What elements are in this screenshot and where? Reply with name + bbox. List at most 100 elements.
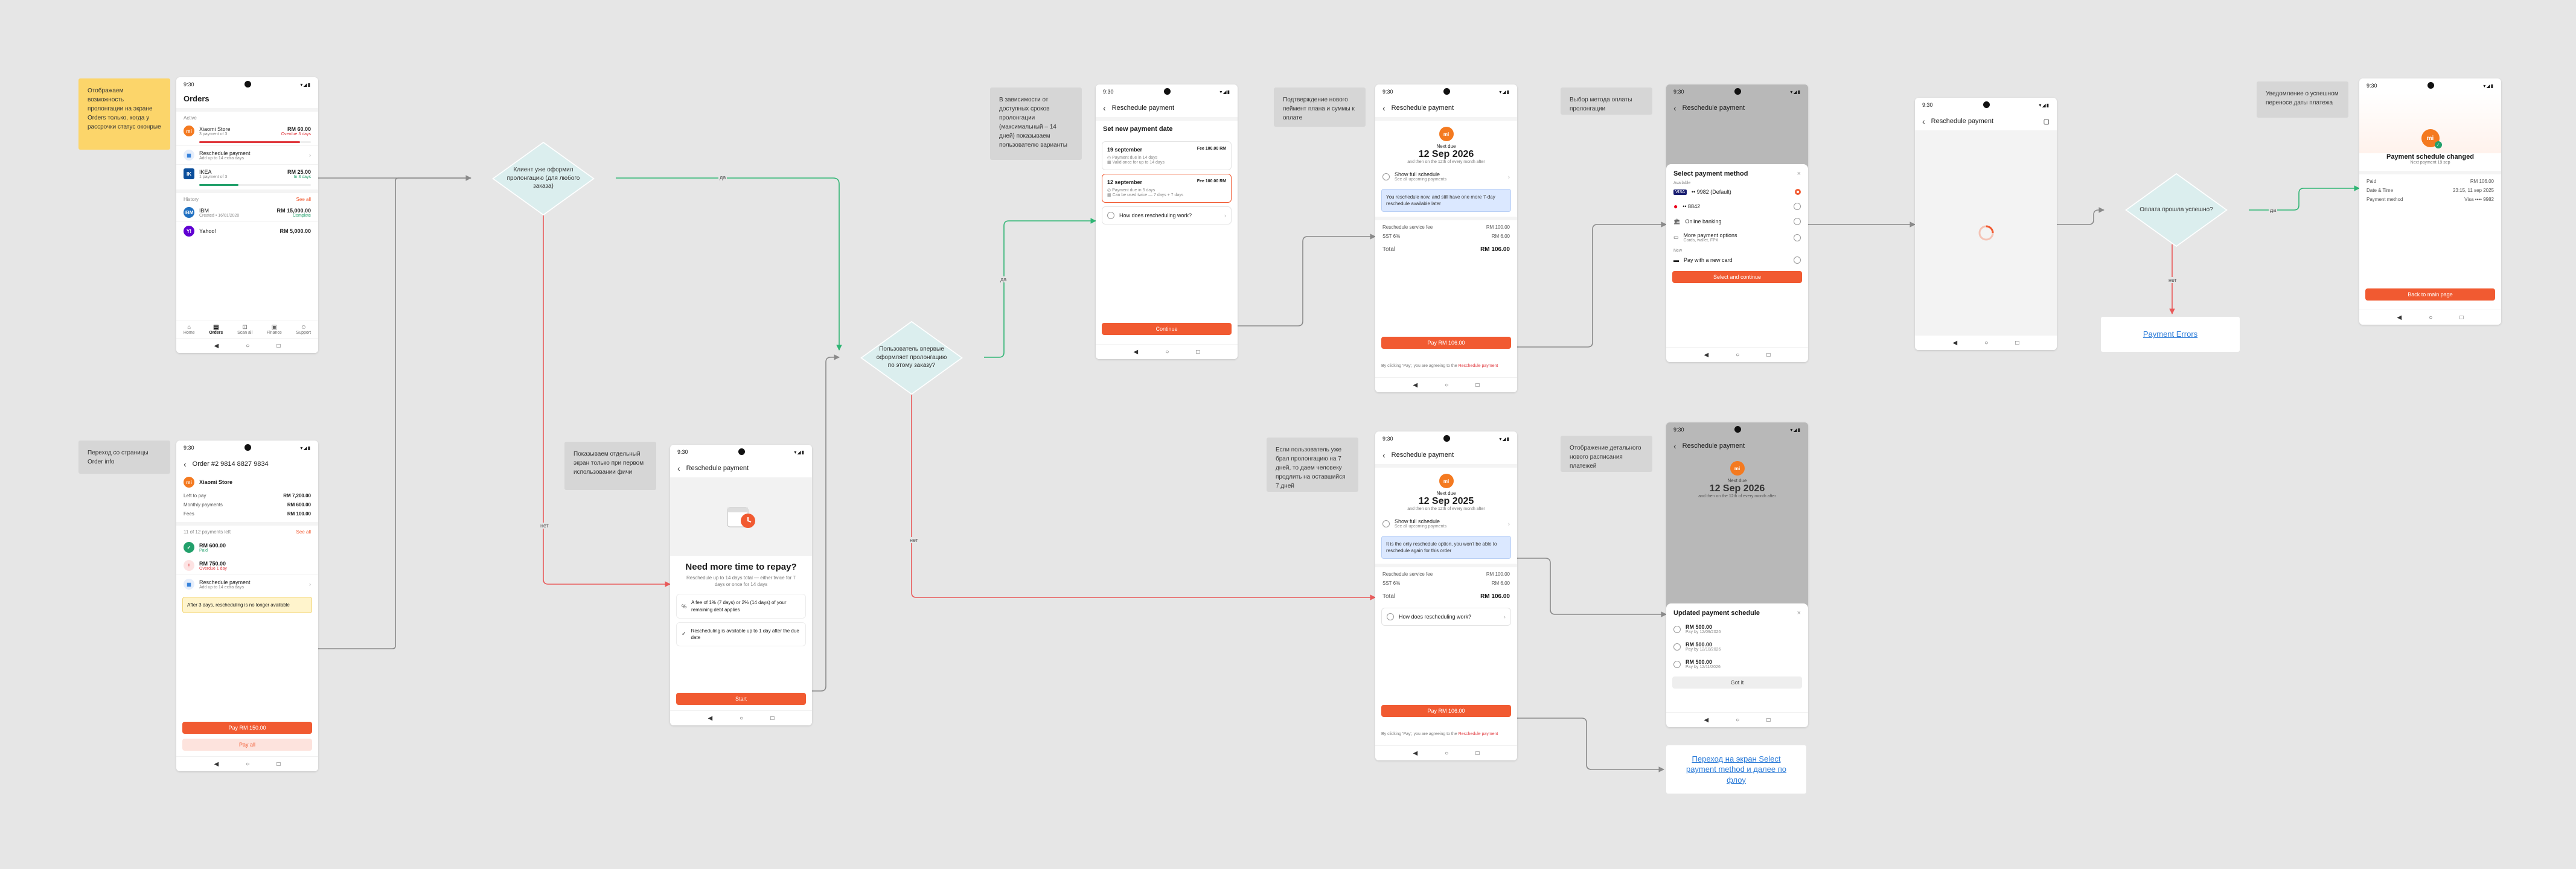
back-triangle-icon[interactable]: ◀	[1133, 348, 1139, 355]
home-circle-icon[interactable]: ○	[1165, 348, 1169, 355]
tab-scan[interactable]: ⊡Scan all	[237, 324, 252, 335]
pay-button[interactable]: Pay RM 106.00	[1381, 337, 1511, 349]
recents-square-icon[interactable]: □	[1766, 351, 1771, 358]
back-to-main-button[interactable]: Back to main page	[2365, 288, 2495, 301]
back-triangle-icon[interactable]: ◀	[1704, 351, 1709, 358]
recents-square-icon[interactable]: □	[1475, 750, 1480, 757]
recents-square-icon[interactable]: □	[2459, 314, 2464, 321]
agree-link[interactable]: Reschedule payment	[1458, 732, 1498, 737]
back-triangle-icon[interactable]: ◀	[708, 715, 713, 722]
edge-label-no: нет	[539, 523, 550, 529]
back-triangle-icon[interactable]: ◀	[1413, 750, 1418, 757]
note-intro: Показываем отдельный экран только при пе…	[564, 442, 656, 490]
new-card-row[interactable]: ▬Pay with a new card	[1666, 253, 1808, 267]
back-triangle-icon[interactable]: ◀	[1704, 716, 1709, 724]
close-icon[interactable]: ×	[1797, 610, 1801, 617]
method-label: •• 9982 (Default)	[1691, 189, 1731, 195]
radio[interactable]	[1794, 234, 1801, 241]
back-triangle-icon[interactable]: ◀	[1952, 339, 1958, 346]
start-button[interactable]: Start	[676, 693, 806, 705]
history-row[interactable]: Y! Yahoo! RM 5,000.00	[176, 221, 318, 240]
radio[interactable]	[1794, 203, 1801, 210]
home-circle-icon[interactable]: ○	[246, 760, 250, 768]
store-logo-icon: Y!	[184, 226, 194, 237]
edge-d2-no	[911, 392, 1376, 600]
edge-label-no: нет	[2167, 277, 2178, 283]
back-arrow-icon[interactable]: ‹	[1103, 103, 1106, 113]
agree-link[interactable]: Reschedule payment	[1458, 364, 1498, 369]
select-continue-button[interactable]: Select and continue	[1672, 271, 1802, 283]
how-it-works-row[interactable]: How does rescheduling work?›	[1381, 608, 1511, 626]
section-label: New	[1673, 249, 1683, 253]
payment-errors-link[interactable]: Payment Errors	[2101, 317, 2240, 352]
back-arrow-icon[interactable]: ‹	[1673, 441, 1676, 451]
agree-text: By clicking 'Pay', you are agreeing to t…	[1381, 731, 1511, 737]
home-circle-icon[interactable]: ○	[740, 715, 744, 722]
back-arrow-icon[interactable]: ‹	[1382, 103, 1385, 113]
home-circle-icon[interactable]: ○	[1984, 339, 1989, 346]
page-title: Reschedule payment	[1931, 118, 1994, 125]
home-circle-icon[interactable]: ○	[1445, 750, 1449, 757]
chevron-right-icon: ›	[309, 152, 311, 158]
method-row[interactable]: 🏛Online banking	[1666, 214, 1808, 229]
home-circle-icon[interactable]: ○	[1736, 351, 1740, 358]
recents-square-icon[interactable]: □	[276, 760, 281, 768]
home-icon: ⌂	[187, 324, 191, 331]
close-icon[interactable]: ×	[1797, 170, 1801, 177]
signal-icon: ▾◢▮	[1499, 89, 1510, 95]
home-circle-icon[interactable]: ○	[1445, 381, 1449, 389]
recents-square-icon[interactable]: □	[1196, 348, 1200, 355]
back-arrow-icon[interactable]: ‹	[184, 459, 187, 469]
home-circle-icon[interactable]: ○	[1736, 716, 1740, 724]
method-row[interactable]: ●•• 8842	[1666, 199, 1808, 214]
kv-row: SST 6%RM 6.00	[1375, 232, 1517, 241]
pay-button[interactable]: Pay RM 150.00	[182, 722, 312, 734]
tab-orders[interactable]: ▤Orders	[209, 324, 223, 335]
recents-square-icon[interactable]: □	[1475, 381, 1480, 389]
back-arrow-icon[interactable]: ‹	[1922, 116, 1925, 126]
calendar-icon: ▦	[184, 150, 194, 161]
tab-home[interactable]: ⌂Home	[184, 324, 195, 335]
tab-support[interactable]: ☺Support	[296, 324, 312, 335]
tab-finance[interactable]: ▣Finance	[267, 324, 282, 335]
home-circle-icon[interactable]: ○	[2429, 314, 2433, 321]
back-arrow-icon[interactable]: ‹	[1382, 450, 1385, 460]
how-it-works-row[interactable]: How does rescheduling work?›	[1102, 206, 1232, 224]
recents-square-icon[interactable]: □	[276, 342, 281, 349]
home-circle-icon[interactable]: ○	[246, 342, 250, 349]
got-it-button[interactable]: Got it	[1672, 676, 1802, 689]
back-arrow-icon[interactable]: ‹	[677, 463, 680, 473]
recents-square-icon[interactable]: □	[2015, 339, 2019, 346]
back-triangle-icon[interactable]: ◀	[1413, 381, 1418, 389]
kv-value: RM 6.00	[1491, 581, 1510, 587]
back-triangle-icon[interactable]: ◀	[2397, 314, 2402, 321]
radio[interactable]	[1794, 256, 1801, 264]
method-row[interactable]: VISA•• 9982 (Default)	[1666, 185, 1808, 199]
back-arrow-icon[interactable]: ‹	[1673, 103, 1676, 113]
recents-square-icon[interactable]: □	[770, 715, 775, 722]
see-all-link[interactable]: See all	[296, 529, 311, 535]
continue-button[interactable]: Continue	[1102, 323, 1232, 335]
kv-value: RM 100.00	[1486, 571, 1510, 578]
radio-selected[interactable]	[1795, 189, 1801, 195]
select-method-flow-link[interactable]: Переход на экран Select payment method и…	[1666, 745, 1806, 794]
pay-button[interactable]: Pay RM 106.00	[1381, 705, 1511, 717]
radio[interactable]	[1794, 218, 1801, 225]
see-all-link[interactable]: See all	[296, 197, 311, 202]
page-title: Reschedule payment	[1111, 104, 1175, 112]
back-triangle-icon[interactable]: ◀	[214, 760, 219, 768]
recents-square-icon[interactable]: □	[1766, 716, 1771, 724]
pay-all-button[interactable]: Pay all	[182, 739, 312, 751]
back-triangle-icon[interactable]: ◀	[214, 342, 219, 349]
chat-icon[interactable]: ▢	[2043, 118, 2050, 126]
